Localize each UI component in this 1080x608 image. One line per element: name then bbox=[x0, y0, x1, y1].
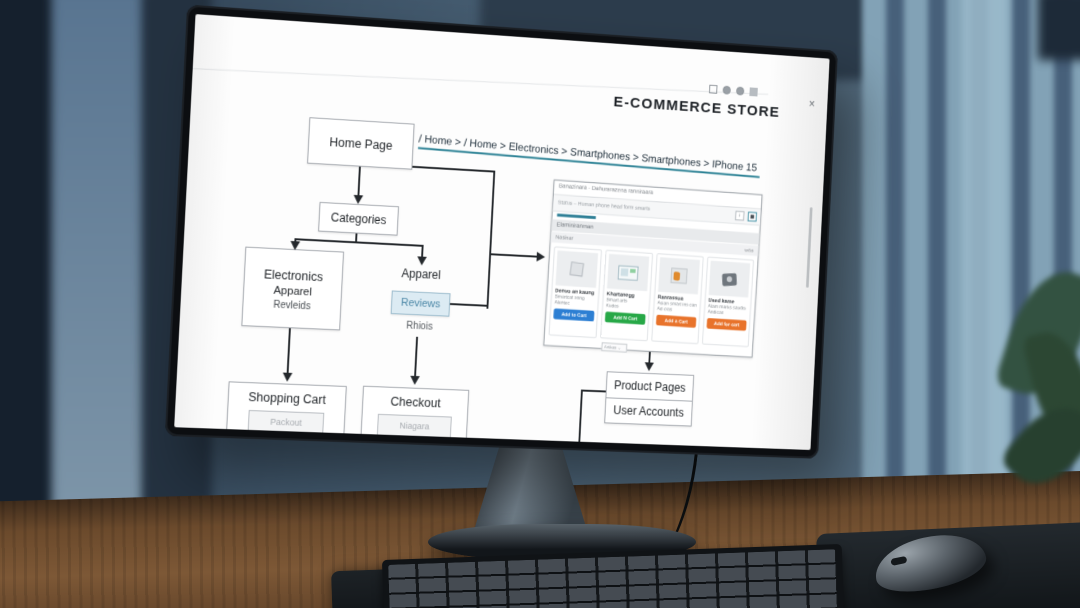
node-checkout[interactable]: Checkout Niagara bbox=[360, 385, 470, 449]
toolbar-divider bbox=[186, 67, 769, 95]
node-shopping-cart[interactable]: Shopping Cart Packout bbox=[225, 381, 347, 446]
arrowhead bbox=[353, 194, 364, 205]
window-light-column bbox=[52, 0, 147, 530]
connector-line bbox=[486, 170, 496, 309]
wall-shadow-panel bbox=[0, 0, 55, 530]
arrowhead bbox=[290, 240, 301, 251]
view-toggle-button[interactable] bbox=[747, 211, 758, 222]
lock-box-icon bbox=[670, 267, 688, 285]
browser-window-icon bbox=[617, 264, 639, 281]
dot-icon[interactable] bbox=[722, 85, 731, 95]
product-image bbox=[606, 253, 650, 292]
camera-icon bbox=[722, 272, 737, 286]
connector-line bbox=[414, 336, 419, 378]
product-image bbox=[708, 260, 751, 298]
shopping-cart-label: Shopping Cart bbox=[248, 390, 327, 407]
window-toolbar bbox=[708, 84, 758, 97]
connector-line bbox=[294, 238, 424, 247]
connector-line bbox=[489, 253, 538, 258]
add-to-cart-button[interactable]: Add N Cart bbox=[604, 311, 646, 325]
revleids-label: Revleids bbox=[273, 299, 311, 312]
dot-icon[interactable] bbox=[735, 86, 745, 96]
apparel-text: Apparel bbox=[401, 266, 442, 283]
node-electronics[interactable]: Electronics Apparel Revleids bbox=[241, 246, 345, 331]
product-image bbox=[658, 257, 700, 295]
connector-line bbox=[578, 389, 583, 442]
breadcrumb[interactable]: / Home > / Home > Electronics > Smartpho… bbox=[417, 133, 761, 179]
add-to-cart-button[interactable]: Add a Cart bbox=[655, 314, 697, 328]
connector-line bbox=[286, 328, 291, 375]
subsection-label: Nasinar bbox=[555, 234, 574, 242]
add-to-cart-button[interactable]: Add to Cart bbox=[553, 308, 595, 322]
product-image bbox=[555, 250, 599, 288]
active-tab-underline bbox=[557, 213, 596, 220]
screen: × E-COMMERCE STORE / Home > / Home > Ele… bbox=[174, 14, 830, 450]
rhiois-text: Rhiois bbox=[406, 320, 433, 333]
arrowhead bbox=[536, 251, 546, 262]
product-card: Khartanegg Smart arts Kudos Add N Cart bbox=[600, 249, 654, 342]
keyboard-keys bbox=[388, 549, 838, 608]
connector-line bbox=[357, 166, 361, 197]
quantity-dropdown[interactable]: Anikas ⌄ bbox=[601, 342, 628, 353]
page-title: E-COMMERCE STORE bbox=[613, 93, 781, 121]
monitor: × E-COMMERCE STORE / Home > / Home > Ele… bbox=[164, 4, 838, 459]
panel-icon[interactable] bbox=[749, 87, 758, 97]
product-card: Ranrassua Asian smart ins can Ad cras Ad… bbox=[651, 253, 704, 345]
node-reviews-highlighted[interactable]: Reviews bbox=[390, 290, 451, 317]
apparel-label: Apparel bbox=[273, 284, 313, 298]
connector-line bbox=[580, 389, 606, 393]
node-product-pages[interactable]: Product Pages bbox=[613, 378, 686, 395]
connector-line bbox=[449, 303, 489, 307]
info-button[interactable]: i bbox=[734, 210, 745, 221]
subsection-meta: w/ss bbox=[744, 247, 754, 255]
scrollbar[interactable] bbox=[805, 207, 813, 288]
node-categories[interactable]: Categories bbox=[318, 201, 399, 236]
arrowhead bbox=[644, 362, 654, 372]
arrowhead bbox=[409, 375, 420, 385]
shopping-cart-subnode[interactable]: Packout bbox=[247, 409, 325, 435]
arrowhead bbox=[282, 372, 293, 382]
product-grid: Denvo an kaung Smartcat song Alantec Add… bbox=[548, 246, 755, 348]
node-home-page[interactable]: Home Page bbox=[307, 117, 415, 170]
box-icon bbox=[569, 261, 585, 277]
node-product-user-stack: Product Pages User Accounts bbox=[604, 371, 695, 427]
square-fill-icon bbox=[750, 214, 755, 219]
checkout-subnode[interactable]: Niagara bbox=[376, 413, 452, 439]
product-card: Used kame Alam marks saudis Andicas Add … bbox=[701, 256, 755, 348]
wall-corner-shadow bbox=[1038, 0, 1080, 60]
checkout-label: Checkout bbox=[390, 394, 441, 411]
connector-line bbox=[412, 165, 496, 173]
arrowhead bbox=[416, 256, 427, 266]
square-icon[interactable] bbox=[708, 84, 718, 94]
mockup-toolbar-text: Status – Human phone head form smarts bbox=[557, 200, 651, 213]
browser-mockup: Banazinara · Dahurarazena ranniraara Sta… bbox=[543, 179, 763, 358]
window-blind-highlight bbox=[962, 0, 1008, 520]
electronics-label: Electronics bbox=[263, 266, 324, 284]
add-to-cart-button[interactable]: Add for cart bbox=[706, 317, 747, 331]
node-user-accounts[interactable]: User Accounts bbox=[605, 397, 692, 426]
product-card: Denvo an kaung Smartcat song Alantec Add… bbox=[548, 246, 603, 339]
